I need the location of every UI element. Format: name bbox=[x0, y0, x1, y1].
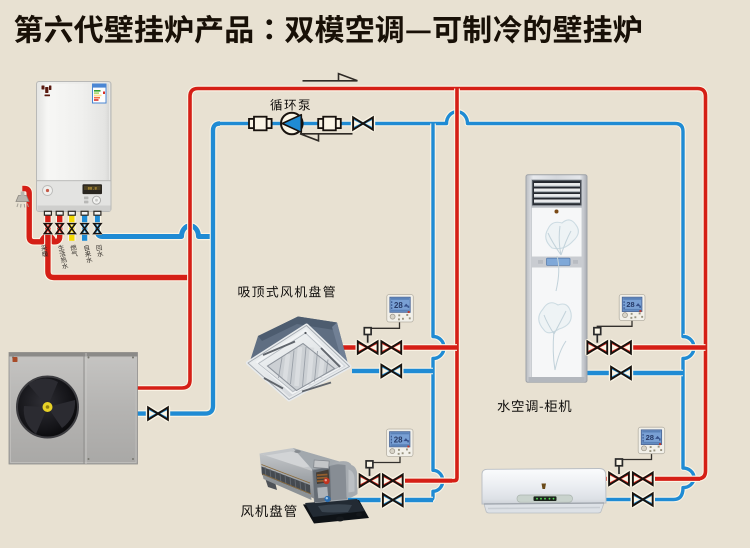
svg-text:88.8: 88.8 bbox=[88, 188, 98, 192]
svg-text:28: 28 bbox=[626, 300, 634, 309]
svg-text:28: 28 bbox=[394, 301, 403, 310]
svg-text:28: 28 bbox=[394, 435, 403, 444]
svg-text:28: 28 bbox=[646, 433, 654, 442]
